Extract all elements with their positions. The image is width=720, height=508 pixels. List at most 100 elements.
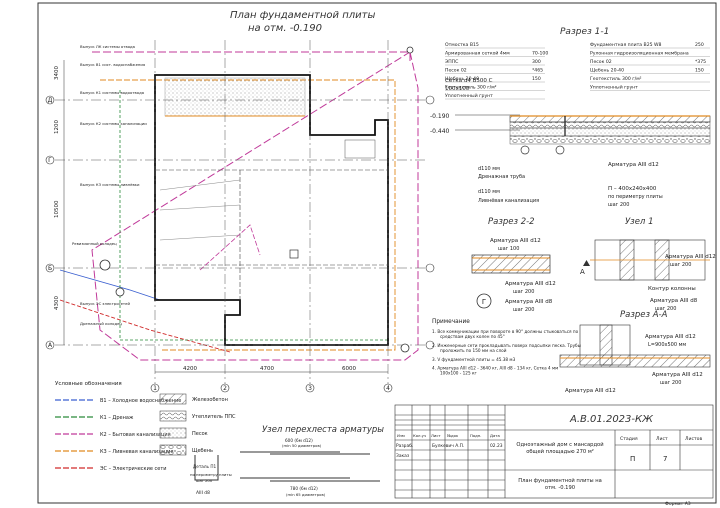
s11-right-layer-value: *375 bbox=[695, 59, 706, 65]
s11-right-layer-value: 250 bbox=[695, 42, 704, 48]
s22-rebar1: Арматура AIII d12 bbox=[490, 238, 541, 244]
storm-pipe-d: d110 мм bbox=[478, 189, 500, 195]
s11-left-layer-value: 150 bbox=[532, 76, 541, 82]
overlap-top-label: 600 (6м d12) bbox=[285, 438, 313, 443]
legend-line-label: К1 – Дренаж bbox=[100, 415, 134, 421]
node-1: Узел 1 Арматура AIII d12 шаг 200 Контур … bbox=[580, 217, 716, 312]
s11-rebar-top: Арматура AIII d12 bbox=[608, 162, 659, 168]
callout-7: Выпуск ЭС электросетей bbox=[80, 301, 130, 306]
overlap-bot-sub: (min 65 диаметров) bbox=[286, 492, 326, 497]
legend-line-label: В1 – Холодное водоснабжение bbox=[100, 398, 181, 404]
s11-step: шаг 200 bbox=[608, 202, 629, 208]
callout-1: Выпуск ЛК системы отвода bbox=[80, 44, 135, 49]
section11-title: Разрез 1-1 bbox=[560, 27, 609, 37]
level-2: -0.440 bbox=[430, 128, 450, 135]
s22-rebar2: Арматура AIII d12 bbox=[505, 281, 556, 287]
s11-left-layer-name: Геотекстиль 300 г/м² bbox=[445, 85, 497, 91]
sAA-rebar2: Арматура AIII d12 bbox=[652, 372, 703, 378]
s22-marker: Г bbox=[482, 298, 486, 306]
s11-left-layer-value: 70-100 bbox=[532, 51, 548, 57]
axis-number-1: 1 bbox=[153, 385, 157, 392]
s22-rebar3: Арматура AIII d8 bbox=[505, 299, 553, 305]
axis-number-3: 3 bbox=[308, 385, 312, 392]
detail-sub1: по периметру плиты bbox=[190, 472, 232, 477]
legend-hatch-label: Щебень bbox=[192, 448, 213, 454]
legend-hatch-swatch bbox=[159, 410, 187, 422]
legend-line-label: К2 – Бытовая канализация bbox=[100, 432, 171, 438]
drain-pipe: Дренажная труба bbox=[478, 174, 525, 180]
s11-left-layer-name: Отмостка В15 bbox=[445, 42, 479, 48]
plan-title-line1: План фундаментной плиты bbox=[230, 10, 375, 21]
tb-header: Дата bbox=[490, 433, 500, 438]
detail-sub2: шаг 200 bbox=[196, 478, 213, 483]
callout-6: Ревизионный колодец bbox=[72, 241, 117, 246]
note-item: 3. V фундаментной плиты = 45.38 м3 bbox=[432, 357, 516, 362]
callout-8: Дренажный колодец bbox=[80, 321, 122, 326]
note-item: 1. Все коммуникации при повороте в 90° д… bbox=[432, 329, 579, 339]
s11-left-layer-name: ЭППС bbox=[445, 59, 458, 65]
s11-right-layer-name: Фундаментная плита В25 W8 bbox=[590, 42, 662, 48]
sectionAA-title: Разрез А-А bbox=[620, 310, 668, 320]
s11-left-layer-name: Уплотненный грунт bbox=[445, 92, 493, 99]
overlap-title: Узел перехлеста арматуры bbox=[262, 425, 384, 435]
stage-header: Стадия bbox=[620, 436, 638, 442]
doc-code: А.В.01.2023-КЖ bbox=[569, 414, 654, 425]
s11-right-layer-value: 150 bbox=[695, 68, 704, 74]
section-a-a: Разрез А-А Арматура AIII d12 L=900х500 м… bbox=[559, 310, 711, 394]
legend: Условные обозначения В1 – Холодное водос… bbox=[55, 381, 236, 472]
level-1: -0.190 bbox=[430, 113, 450, 120]
s11-right-layer-name: Уплотненный грунт bbox=[590, 84, 638, 91]
legend-line-label: ЭС – Электрические сети bbox=[100, 466, 166, 472]
tb-header: Лист bbox=[431, 433, 441, 438]
node1-step1: шаг 200 bbox=[670, 262, 691, 268]
drain-pipe-d: d110 мм bbox=[478, 166, 500, 172]
legend-hatch-swatch bbox=[159, 393, 187, 405]
detail-bar: AIII d8 bbox=[196, 490, 210, 496]
dim-left-1: 3400 bbox=[54, 66, 60, 80]
legend-title: Условные обозначения bbox=[55, 381, 122, 387]
legend-hatch-swatch bbox=[159, 427, 187, 439]
dim-left-2: 1200 bbox=[54, 120, 60, 134]
well-circle bbox=[406, 46, 414, 54]
section-2-2: Разрез 2-2 Арматура AIII d12 шаг 100 Арм… bbox=[471, 217, 556, 313]
note-item: 4. Арматура AIII d12 - 3640 кг, AIII d8 … bbox=[432, 366, 558, 376]
sAA-rebar1-size: L=900х500 мм bbox=[648, 342, 686, 348]
tb-header: №док bbox=[447, 433, 459, 438]
node1-title: Узел 1 bbox=[625, 217, 653, 227]
s11-left-layer-name: Песок 02 bbox=[445, 68, 467, 74]
notes: Примечание 1. Все коммуникации при повор… bbox=[432, 319, 581, 376]
role-2: Заказ bbox=[396, 453, 410, 459]
dim-bottom-1: 4200 bbox=[183, 366, 197, 372]
node1-rebar1: Арматура AIII d12 bbox=[665, 254, 716, 260]
overlap-bot-label: 780 (6м d12) bbox=[290, 486, 318, 491]
storm-pipe: Ливнёвая канализация bbox=[478, 198, 539, 204]
sheet-value: 7 bbox=[663, 455, 667, 463]
s11-rebar-perimeter: П – 400х240х400 bbox=[608, 186, 657, 192]
notes-title: Примечание bbox=[432, 319, 470, 325]
sAA-step2: шаг 200 bbox=[660, 380, 681, 386]
dim-bottom-2: 4700 bbox=[260, 366, 274, 372]
legend-hatch-label: Утеплитель ППС bbox=[192, 414, 236, 420]
well-circle bbox=[115, 287, 125, 297]
node1-step2: шаг 200 bbox=[655, 306, 676, 312]
tb-header: Кол.уч bbox=[413, 433, 426, 438]
date-1: 02.23 bbox=[490, 443, 503, 449]
axis-letter-a: А bbox=[48, 342, 53, 349]
s22-step3: шаг 200 bbox=[513, 307, 534, 313]
well-circle bbox=[400, 343, 410, 353]
node1-marker: А bbox=[580, 268, 585, 276]
axis-letter-d: Д bbox=[48, 97, 53, 104]
callout-2: Выпуск В1 сист. водоснабжения bbox=[80, 62, 145, 67]
sAA-rebar3: Арматура AIII d12 bbox=[565, 388, 616, 394]
s11-right-layer-name: Щебень 20-40 bbox=[590, 68, 624, 74]
s11-right-layer-name: Рулонная гидроизоляционная мембрана bbox=[590, 51, 689, 57]
axis-number-4: 4 bbox=[386, 385, 390, 392]
legend-hatch-swatch bbox=[159, 444, 187, 456]
role-1: Разраб. bbox=[396, 442, 413, 449]
legend-hatch-label: Песок bbox=[192, 431, 208, 437]
